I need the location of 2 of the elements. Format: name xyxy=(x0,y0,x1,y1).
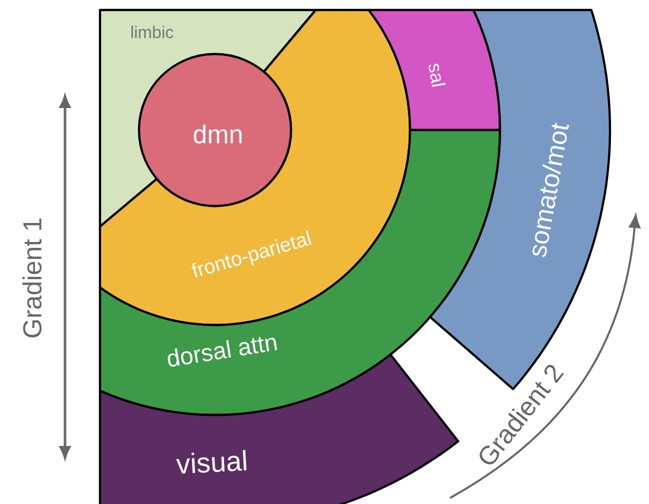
axis-label: Gradient 1 xyxy=(22,218,42,338)
network-band: sal xyxy=(368,8,502,132)
